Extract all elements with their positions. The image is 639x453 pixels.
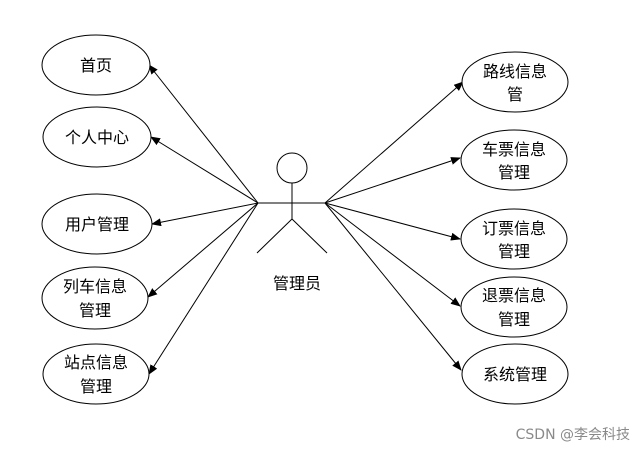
use-case-station-info-management: 站点信息 管理 bbox=[42, 343, 150, 405]
use-case-ellipse bbox=[461, 343, 569, 405]
use-case-ellipse bbox=[42, 106, 152, 168]
use-case-booking-info-management: 订票信息 管理 bbox=[460, 208, 568, 270]
association-ticket-info-management bbox=[324, 157, 461, 204]
use-case-ellipse bbox=[460, 129, 568, 191]
use-case-ellipse bbox=[41, 266, 149, 330]
use-case-ellipse bbox=[41, 193, 153, 255]
use-case-refund-info-management: 退票信息 管理 bbox=[460, 276, 568, 338]
association-user-management bbox=[151, 202, 259, 227]
actor-left-leg bbox=[256, 218, 293, 254]
use-case-user-management: 用户管理 bbox=[41, 193, 153, 255]
use-case-ellipse bbox=[461, 51, 569, 113]
use-case-label: 站点信息 bbox=[64, 353, 128, 372]
use-case-home: 首页 bbox=[41, 34, 151, 96]
association-station-info-management bbox=[148, 202, 259, 375]
association-profile bbox=[150, 136, 259, 204]
use-case-ellipse bbox=[41, 34, 151, 96]
use-case-label: 管理 bbox=[79, 301, 111, 320]
association-route-info-management bbox=[324, 81, 464, 204]
use-case-ellipse bbox=[42, 343, 150, 405]
association-home bbox=[148, 64, 259, 204]
use-case-route-info-management: 路线信息 管 bbox=[461, 51, 569, 113]
use-case-label: 列车信息 bbox=[63, 277, 127, 296]
use-case-ticket-info-management: 车票信息 管理 bbox=[460, 129, 568, 191]
use-case-label: 车票信息 bbox=[482, 140, 546, 159]
association-booking-info-management bbox=[324, 202, 461, 241]
use-case-ellipse bbox=[460, 208, 568, 270]
actor-administrator: 管理员 bbox=[256, 152, 328, 293]
use-case-system-management: 系统管理 bbox=[461, 343, 569, 405]
use-case-ellipse bbox=[460, 276, 568, 338]
use-case-label: 路线信息 bbox=[483, 62, 547, 81]
watermark: CSDN @李会科技 bbox=[516, 427, 630, 443]
use-case-profile: 个人中心 bbox=[42, 106, 152, 168]
actor-label: 管理员 bbox=[273, 274, 321, 293]
use-case-train-info-management: 列车信息 管理 bbox=[41, 266, 149, 330]
association-lines bbox=[147, 64, 464, 375]
use-case-label: 首页 bbox=[80, 56, 112, 75]
association-system-management bbox=[324, 202, 462, 371]
use-case-label: 订票信息 bbox=[482, 219, 546, 238]
use-case-label: 管理 bbox=[80, 377, 112, 396]
use-case-label: 管理 bbox=[498, 163, 530, 182]
use-case-label: 管理 bbox=[498, 242, 530, 261]
use-case-label: 个人中心 bbox=[65, 128, 129, 147]
actor-head bbox=[276, 152, 308, 184]
use-case-label: 退票信息 bbox=[482, 286, 546, 305]
actor-right-leg bbox=[291, 218, 328, 254]
use-case-label: 管理 bbox=[498, 310, 530, 329]
association-train-info-management bbox=[147, 202, 259, 298]
use-case-label: 管 bbox=[507, 85, 523, 104]
use-case-label: 用户管理 bbox=[65, 215, 129, 234]
use-case-label: 系统管理 bbox=[483, 365, 547, 384]
association-refund-info-management bbox=[324, 202, 461, 307]
